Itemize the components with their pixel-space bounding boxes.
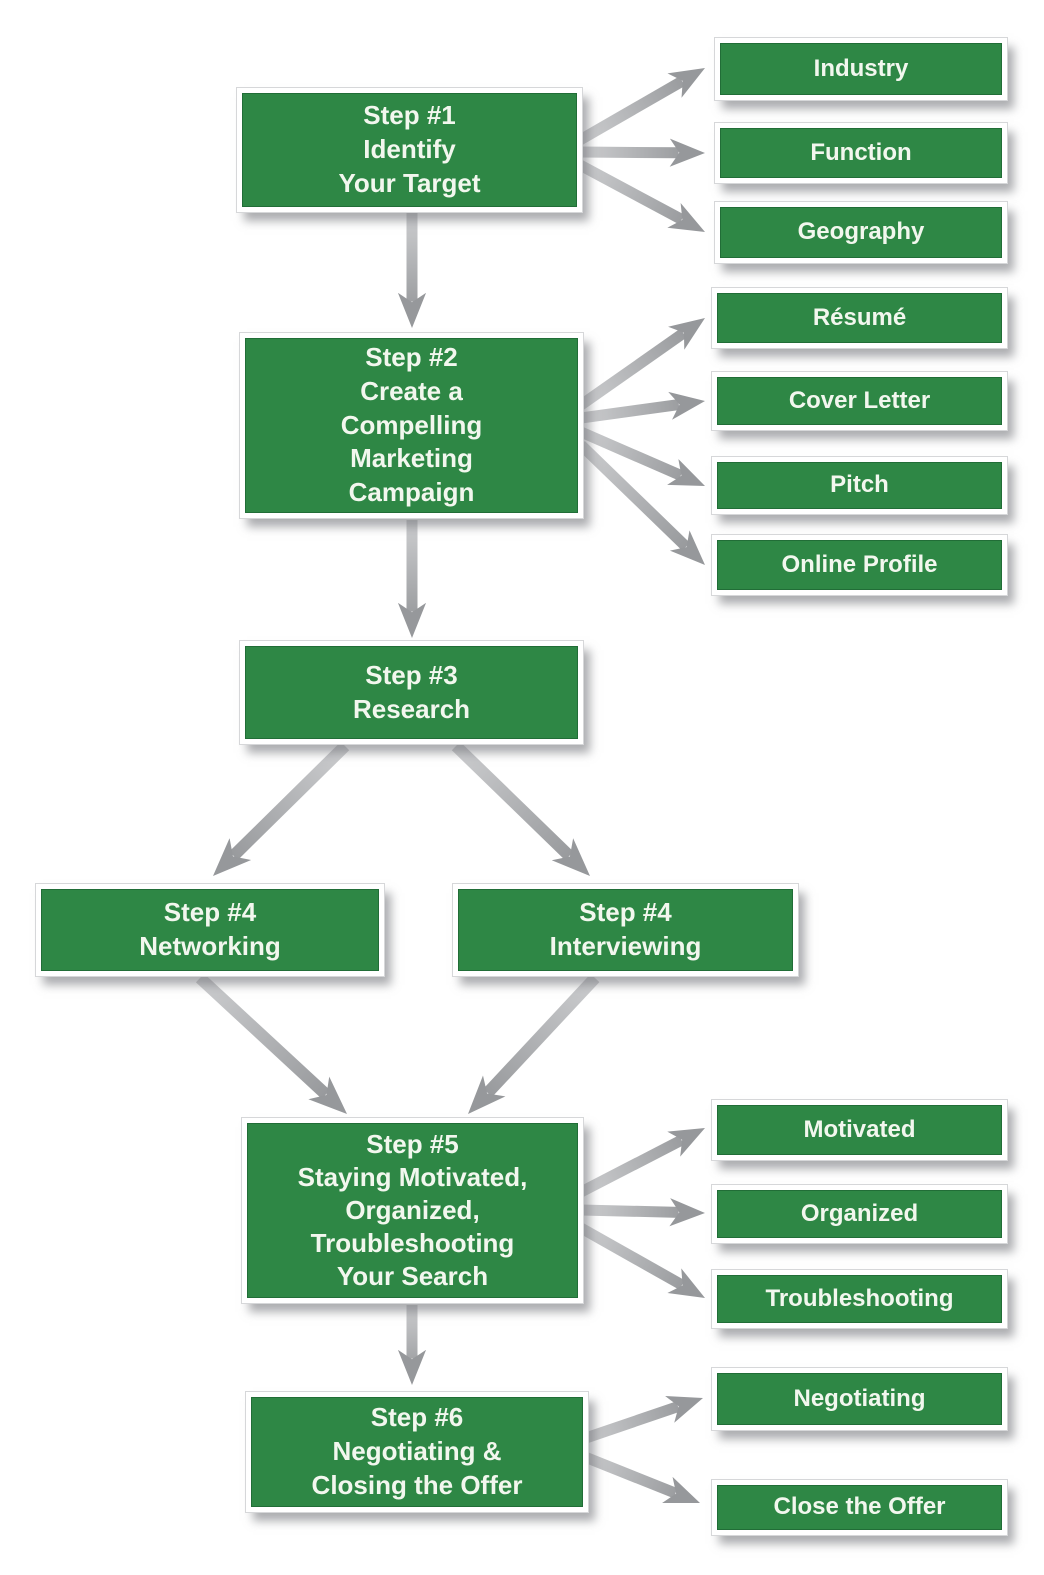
node-geography: Geography [715,202,1007,263]
node-motivated: Motivated [712,1100,1007,1160]
node-industry: Industry [715,38,1007,100]
node-function: Function [715,123,1007,183]
node-resume: Résumé [712,288,1007,348]
node-troubleshooting: Troubleshooting [712,1270,1007,1328]
node-step-1: Step #1 Identify Your Target [237,88,582,212]
node-organized: Organized [712,1185,1007,1243]
node-step-4-networking: Step #4 Networking [36,884,384,976]
node-close-the-offer: Close the Offer [712,1480,1007,1535]
node-pitch: Pitch [712,457,1007,514]
node-step-3: Step #3 Research [240,641,583,744]
node-step-2: Step #2 Create a Compelling Marketing Ca… [240,333,583,518]
node-online-profile: Online Profile [712,535,1007,595]
node-step-4-interviewing: Step #4 Interviewing [453,884,798,976]
node-negotiating: Negotiating [712,1368,1007,1430]
node-cover-letter: Cover Letter [712,372,1007,430]
node-step-6: Step #6 Negotiating & Closing the Offer [246,1392,588,1512]
node-step-5: Step #5 Staying Motivated, Organized, Tr… [242,1118,583,1303]
